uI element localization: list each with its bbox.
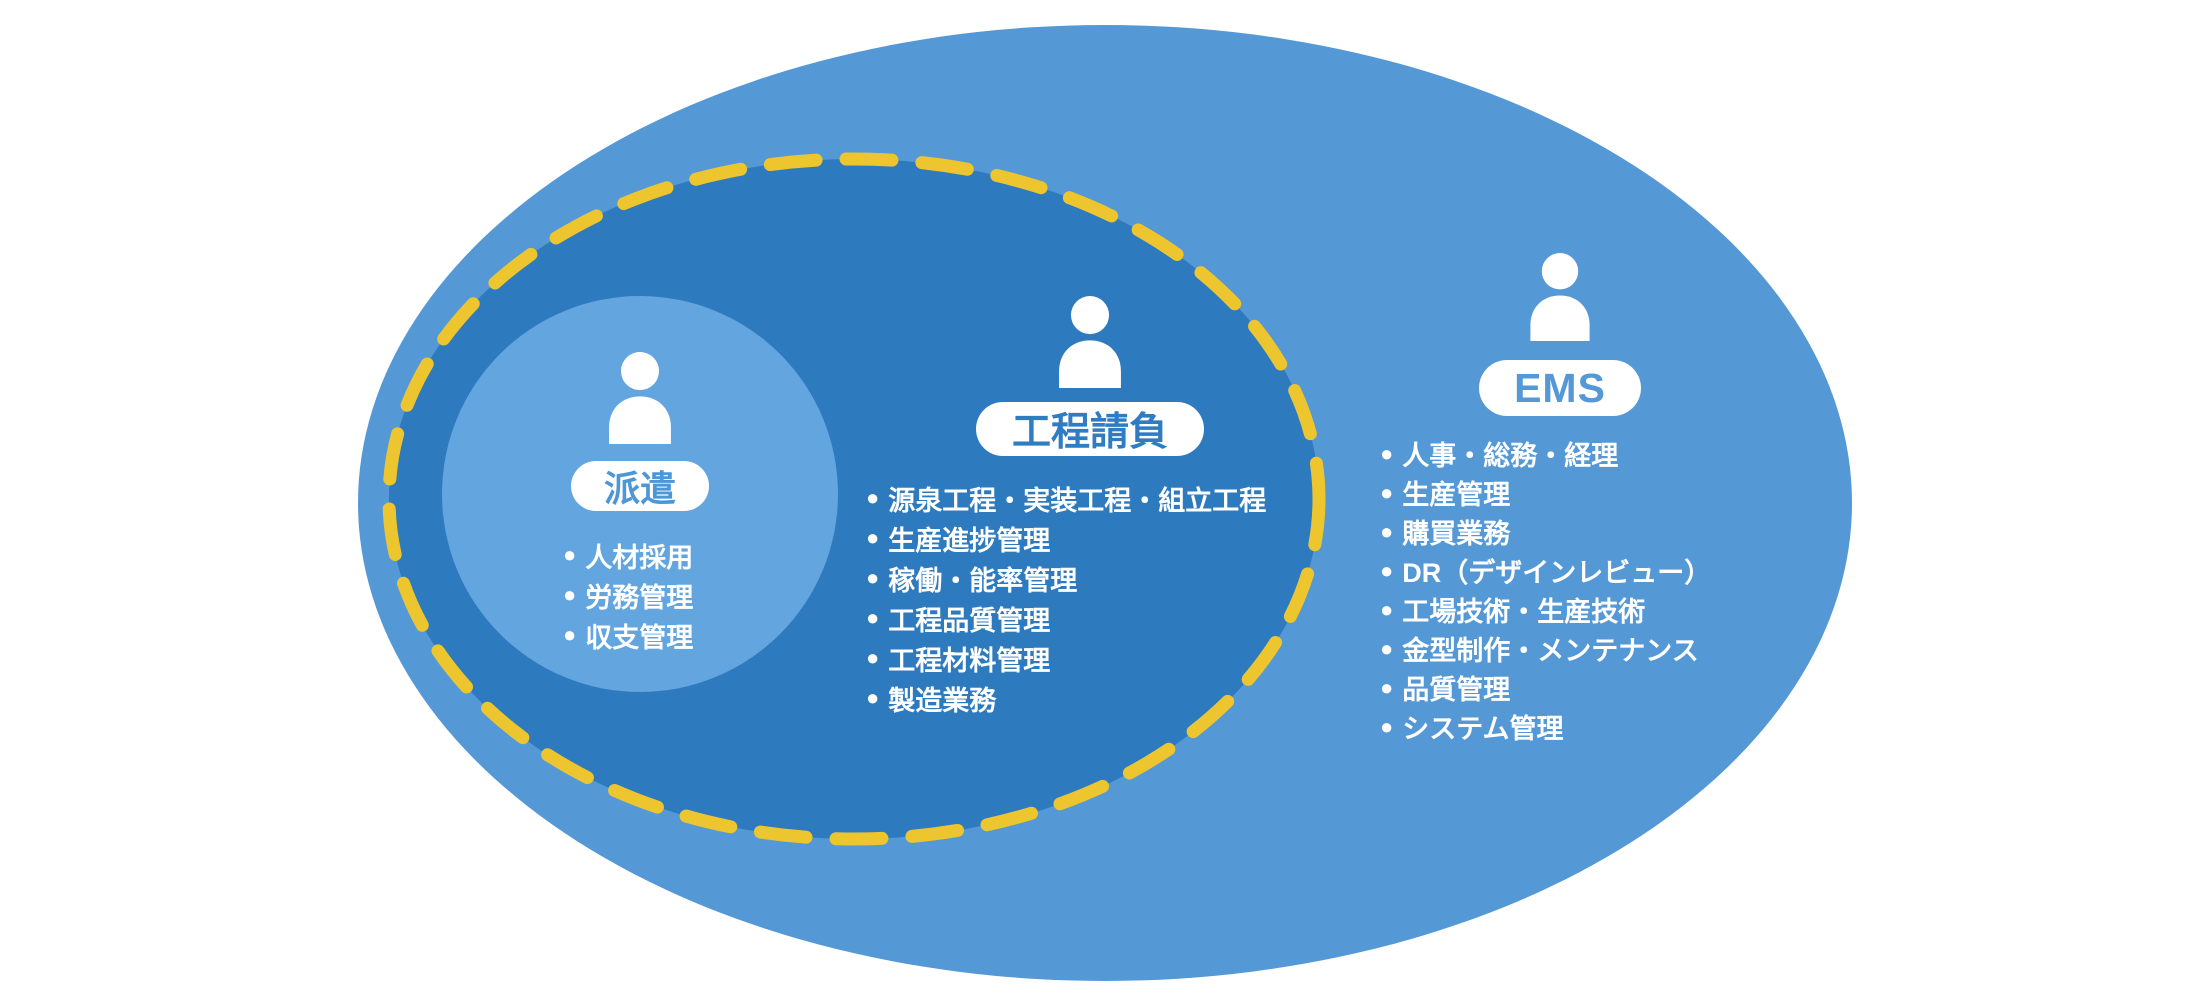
contract-label-pill: 工程請負	[975, 402, 1204, 456]
list-item: ● 労務管理	[563, 575, 693, 615]
list-item-label: 工程品質管理	[888, 605, 1051, 636]
bullet-icon: ●	[1380, 557, 1394, 583]
bullet-icon: ●	[1380, 596, 1394, 622]
ems-task-list: ● 人事・総務・経理 ● 生産管理 ● 購買業務 ● DR（デザインレビュー） ● 工場技…	[1380, 434, 1711, 746]
bullet-icon: ●	[1380, 518, 1394, 544]
list-item: ● 品質管理	[1380, 668, 1711, 707]
bullet-icon: ●	[866, 685, 880, 710]
list-item: ● システム管理	[1380, 707, 1711, 746]
list-item-label: 製造業務	[888, 685, 997, 716]
bullet-icon: ●	[866, 485, 880, 510]
group-dispatch: 派遣 ● 人材採用 ● 労務管理 ● 収支管理	[470, 352, 810, 655]
list-item-label: 金型制作・メンテナンス	[1402, 636, 1699, 666]
bullet-icon: ●	[1380, 674, 1394, 700]
list-item: ● 工場技術・生産技術	[1380, 590, 1711, 629]
bullet-icon: ●	[866, 605, 880, 630]
list-item-label: 工場技術・生産技術	[1402, 597, 1646, 627]
list-item: ● 生産管理	[1380, 473, 1711, 512]
list-item-label: システム管理	[1402, 714, 1564, 744]
list-item: ● 収支管理	[563, 615, 693, 655]
list-item: ● 源泉工程・実装工程・組立工程	[866, 478, 1266, 518]
list-item-label: 品質管理	[1402, 675, 1511, 705]
list-item: ● 工程品質管理	[866, 598, 1266, 638]
list-item: ● 購買業務	[1380, 512, 1711, 551]
list-item-label: 工程材料管理	[888, 645, 1051, 676]
dispatch-label-pill: 派遣	[570, 461, 709, 511]
list-item-label: 収支管理	[585, 622, 694, 653]
list-item-label: 購買業務	[1402, 519, 1511, 549]
bullet-icon: ●	[563, 542, 577, 567]
list-item-label: DR（デザインレビュー）	[1402, 558, 1712, 588]
ems-label-pill: EMS	[1479, 360, 1641, 416]
list-item-label: 生産管理	[1402, 480, 1511, 510]
bullet-icon: ●	[866, 645, 880, 670]
bullet-icon: ●	[1380, 635, 1394, 661]
dispatch-label: 派遣	[603, 468, 676, 509]
list-item: ● 製造業務	[866, 678, 1266, 718]
person-icon	[1059, 296, 1121, 388]
dispatch-task-list: ● 人材採用 ● 労務管理 ● 収支管理	[563, 535, 693, 655]
bullet-icon: ●	[563, 582, 577, 607]
bullet-icon: ●	[1380, 713, 1394, 739]
list-item-label: 稼働・能率管理	[888, 565, 1078, 596]
list-item: ● 工程材料管理	[866, 638, 1266, 678]
list-item: ● 人材採用	[563, 535, 693, 575]
ems-label: EMS	[1514, 364, 1606, 411]
bullet-icon: ●	[1380, 440, 1394, 466]
contract-task-list: ● 源泉工程・実装工程・組立工程 ● 生産進捗管理 ● 稼働・能率管理 ● 工程品質管理…	[866, 478, 1266, 718]
list-item-label: 労務管理	[585, 582, 694, 613]
bullet-icon: ●	[866, 525, 880, 550]
list-item: ● 人事・総務・経理	[1380, 434, 1711, 473]
list-item-label: 人材採用	[585, 542, 694, 573]
list-item: ● 稼働・能率管理	[866, 558, 1266, 598]
person-icon	[1530, 253, 1590, 341]
group-ems: EMS ● 人事・総務・経理 ● 生産管理 ● 購買業務 ● DR（デザインレビュー） …	[1360, 253, 1760, 746]
person-icon	[609, 352, 671, 444]
bullet-icon: ●	[1380, 479, 1394, 505]
list-item: ● DR（デザインレビュー）	[1380, 551, 1711, 590]
bullet-icon: ●	[563, 622, 577, 647]
list-item: ● 生産進捗管理	[866, 518, 1266, 558]
bullet-icon: ●	[866, 565, 880, 590]
contract-label: 工程請負	[1011, 411, 1168, 454]
list-item: ● 金型制作・メンテナンス	[1380, 629, 1711, 668]
list-item-label: 源泉工程・実装工程・組立工程	[888, 485, 1267, 516]
group-contract: 工程請負 ● 源泉工程・実装工程・組立工程 ● 生産進捗管理 ● 稼働・能率管理 ● 工…	[860, 296, 1320, 718]
list-item-label: 生産進捗管理	[888, 525, 1051, 556]
list-item-label: 人事・総務・経理	[1402, 441, 1619, 471]
